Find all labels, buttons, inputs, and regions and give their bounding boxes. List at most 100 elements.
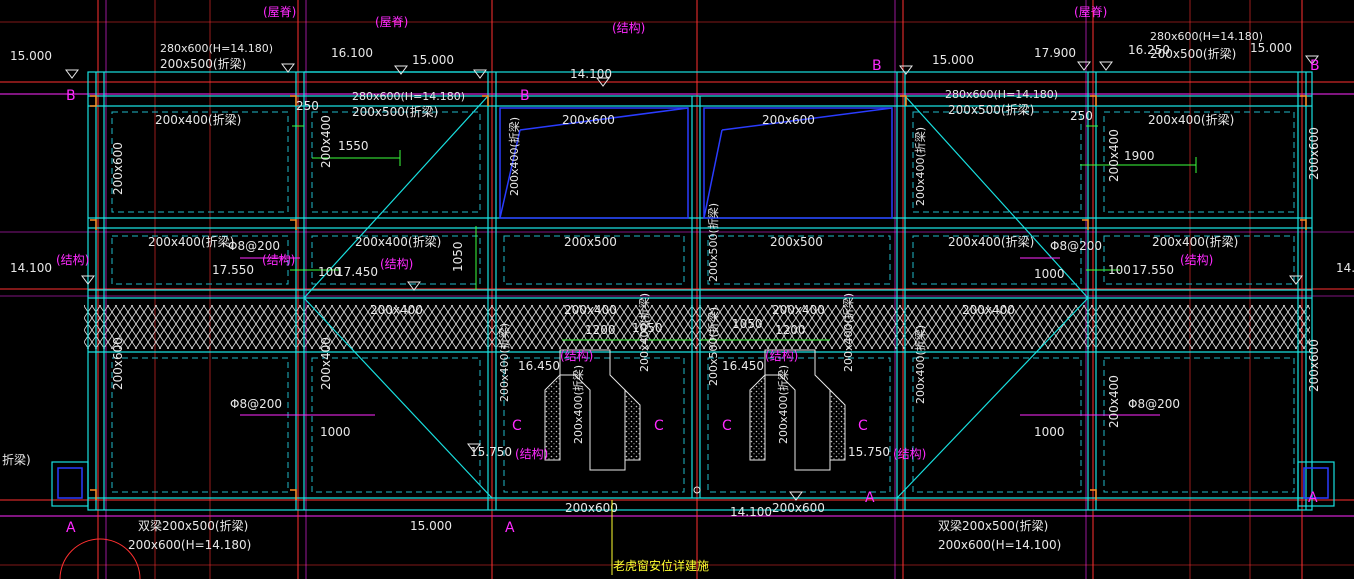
beam-label: 双梁200x500(折梁) (938, 518, 1048, 533)
elevation-label: 15.750 (470, 445, 512, 459)
beam-label: 200x400 (564, 303, 617, 317)
beam-label: 200x500(折梁) (948, 102, 1034, 117)
dashed-beam-lines (111, 111, 1295, 493)
beam-label: 200x500 (770, 235, 823, 249)
elevation-label: 14. (1336, 261, 1354, 275)
beam-label-vertical: 200x500(折梁) (706, 307, 720, 386)
structure-label: (结构) (560, 348, 593, 363)
dormer-note: 老虎窗安位详建施 (613, 558, 709, 573)
elevation-label: 17.550 (212, 263, 254, 277)
axis-label: B (872, 58, 882, 74)
axis-label: C (512, 418, 522, 434)
dimension-label-vertical: 1050 (451, 241, 465, 272)
beam-label-vertical: 200x400(折梁) (637, 293, 651, 372)
axis-label: C (654, 418, 664, 434)
beam-label: 280x600(H=14.180) (1150, 30, 1263, 43)
axis-label: B (520, 88, 530, 104)
partial-circle (59, 538, 141, 579)
elevation-label: 15.750 (848, 445, 890, 459)
elevation-label: 15.000 (1250, 41, 1292, 55)
beam-label: 200x400(折梁) (1148, 112, 1234, 127)
beam-label: 200x600 (565, 501, 618, 515)
axis-label: B (1310, 58, 1320, 74)
rebar-leader-lines (240, 257, 1160, 416)
axis-label: A (865, 490, 875, 506)
beam-label: 200x400 (370, 303, 423, 317)
elevation-label: 14.100 (730, 505, 772, 519)
rebar-label: Φ8@200 (1128, 397, 1180, 411)
beam-label: 200x600 (772, 501, 825, 515)
beam-label-vertical: 200x600 (111, 337, 125, 390)
beam-label: 200x500(折梁) (160, 56, 246, 71)
structure-label: (结构) (56, 252, 89, 267)
beam-label-vertical: 200x400(折梁) (913, 127, 927, 206)
beam-label: 双梁200x500(折梁) (138, 518, 248, 533)
beam-label-vertical: 200x400 (319, 337, 333, 390)
elevation-label: 16.250 (1128, 43, 1170, 57)
dimension-label: 1050 (632, 321, 663, 335)
dimension-label: 100 (1108, 263, 1131, 277)
axis-label: B (66, 88, 76, 104)
axis-label: C (722, 418, 732, 434)
rebar-label: Φ8@200 (228, 239, 280, 253)
elevation-label: 15.000 (412, 53, 454, 67)
beam-label: 200x600 (762, 113, 815, 127)
dimension-label: 1200 (585, 323, 616, 337)
structure-label: (结构) (380, 256, 413, 271)
beam-label: 200x400 (772, 303, 825, 317)
beam-label-vertical: 200x400(折梁) (497, 323, 511, 402)
beam-label: 280x600(H=14.180) (945, 88, 1058, 101)
elevation-label: 15.000 (10, 49, 52, 63)
hatched-roof-band (84, 305, 1310, 349)
dimension-label: 1550 (338, 139, 369, 153)
dimension-label: 1900 (1124, 149, 1155, 163)
beam-label-vertical: 200x400(折梁) (913, 325, 927, 404)
beam-label: 200x400(折梁) (155, 112, 241, 127)
dimension-label: 1050 (732, 317, 763, 331)
elevation-label: 17.450 (336, 265, 378, 279)
column-markers (90, 95, 1307, 500)
beam-label-vertical: 200x400 (1107, 129, 1121, 182)
structural-beam-outlines (87, 71, 1313, 511)
beam-label-vertical: 200x600 (111, 142, 125, 195)
structure-label: (结构) (893, 446, 926, 461)
beam-label-vertical: 200x600 (1307, 339, 1321, 392)
beam-label: 280x600(H=14.180) (160, 42, 273, 55)
dormer-window-outlines (499, 107, 893, 219)
structure-label: (结构) (612, 20, 645, 35)
dimension-label: 1000 (1034, 267, 1065, 281)
dimension-label: 1200 (775, 323, 806, 337)
elevation-label: 14.100 (10, 261, 52, 275)
elevation-label: 15.000 (410, 519, 452, 533)
ridge-label: (屋脊) (375, 15, 408, 29)
elevation-label: 14.100 (570, 67, 612, 81)
dimension-lines (290, 125, 1197, 341)
axis-label: A (1308, 490, 1318, 506)
beam-label-vertical: 200x400(折梁) (841, 293, 855, 372)
beam-label-vertical: 200x400(折梁) (507, 117, 521, 196)
beam-label-vertical: 200x400 (1107, 375, 1121, 428)
ridge-label: (屋脊) (263, 5, 296, 19)
structure-label: (结构) (262, 252, 295, 267)
dimension-label: 250 (296, 99, 319, 113)
structure-label: (结构) (515, 446, 548, 461)
beam-label: 200x400(折梁) (148, 234, 234, 249)
beam-label: 200x500 (564, 235, 617, 249)
beam-label: 200x400(折梁) (1152, 234, 1238, 249)
beam-label-vertical: 200x400 (319, 115, 333, 168)
beam-label: 折梁) (2, 452, 31, 467)
elevation-markers (65, 55, 1319, 501)
beam-label: 200x500(折梁) (352, 104, 438, 119)
rebar-label: Φ8@200 (1050, 239, 1102, 253)
beam-label-vertical: 200x400(折梁) (571, 365, 585, 444)
structure-label: (结构) (765, 348, 798, 363)
elevation-label: 15.000 (932, 53, 974, 67)
beam-label: 200x400(折梁) (948, 234, 1034, 249)
beam-label: 200x400 (962, 303, 1015, 317)
beam-label: 200x600(H=14.180) (128, 538, 251, 552)
structure-label: (结构) (1180, 252, 1213, 267)
beam-label: 200x500(折梁) (1150, 46, 1236, 61)
ridge-label: (屋脊) (1074, 5, 1107, 19)
elevation-label: 17.550 (1132, 263, 1174, 277)
